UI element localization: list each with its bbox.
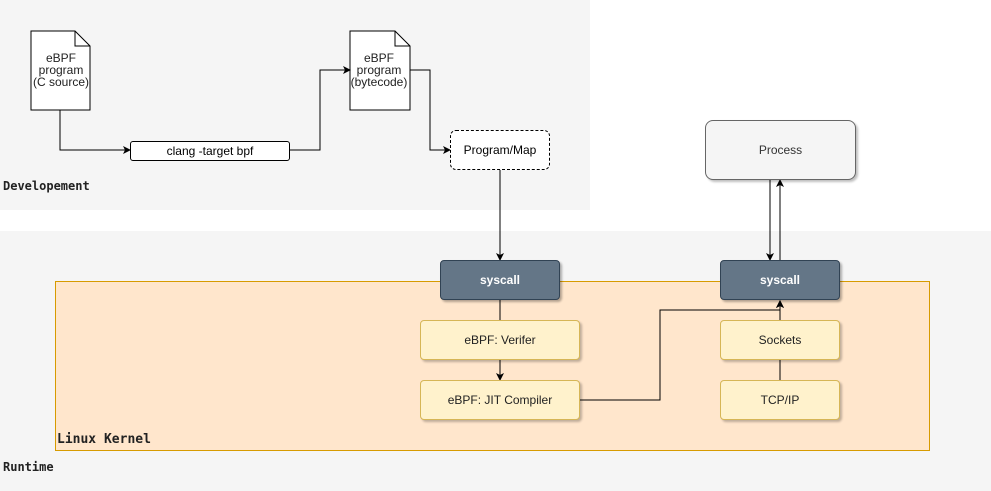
syscall-right-node[interactable]: syscall xyxy=(720,260,840,300)
c-source-doc-line-1: eBPF xyxy=(45,51,76,65)
development-label: Developement xyxy=(3,179,90,193)
bytecode-doc-label: eBPF program (bytecode) xyxy=(348,52,410,88)
process-node[interactable]: Process xyxy=(705,120,856,180)
edge-csource-to-clang xyxy=(59,110,131,154)
syscall-left-node[interactable]: syscall xyxy=(440,260,560,300)
edge-bytecode-to-programmap xyxy=(410,69,451,154)
bytecode-doc-line-1: eBPF xyxy=(363,51,394,65)
jit-compiler-node[interactable]: eBPF: JIT Compiler xyxy=(420,380,580,420)
program-map-label: Program/Map xyxy=(463,143,537,157)
syscall-right-label: syscall xyxy=(759,273,801,287)
development-region xyxy=(0,0,590,210)
jit-compiler-label: eBPF: JIT Compiler xyxy=(447,393,553,407)
runtime-label: Runtime xyxy=(3,460,54,474)
linux-kernel-label: Linux Kernel xyxy=(57,432,151,447)
verifier-label: eBPF: Verifer xyxy=(464,333,536,347)
sockets-node[interactable]: Sockets xyxy=(720,320,840,360)
syscall-left-label: syscall xyxy=(479,273,521,287)
tcpip-node[interactable]: TCP/IP xyxy=(720,380,840,420)
process-label: Process xyxy=(758,143,803,157)
tcpip-label: TCP/IP xyxy=(760,393,800,407)
c-source-document-icon xyxy=(30,30,91,111)
clang-label: clang -target bpf xyxy=(166,144,254,158)
program-map-node[interactable]: Program/Map xyxy=(450,130,550,170)
bytecode-document-icon xyxy=(349,30,411,111)
clang-node[interactable]: clang -target bpf xyxy=(130,141,290,161)
edge-clang-to-bytecode xyxy=(290,66,351,151)
c-source-doc-line-2: program xyxy=(38,63,84,77)
c-source-doc-label: eBPF program (C source) xyxy=(31,52,91,88)
linux-kernel-region xyxy=(55,281,930,451)
sockets-label: Sockets xyxy=(758,333,802,347)
bytecode-doc-line-3: (bytecode) xyxy=(350,75,408,89)
c-source-doc-line-3: (C source) xyxy=(32,75,89,89)
bytecode-doc-line-2: program xyxy=(356,63,402,77)
verifier-node[interactable]: eBPF: Verifer xyxy=(420,320,580,360)
